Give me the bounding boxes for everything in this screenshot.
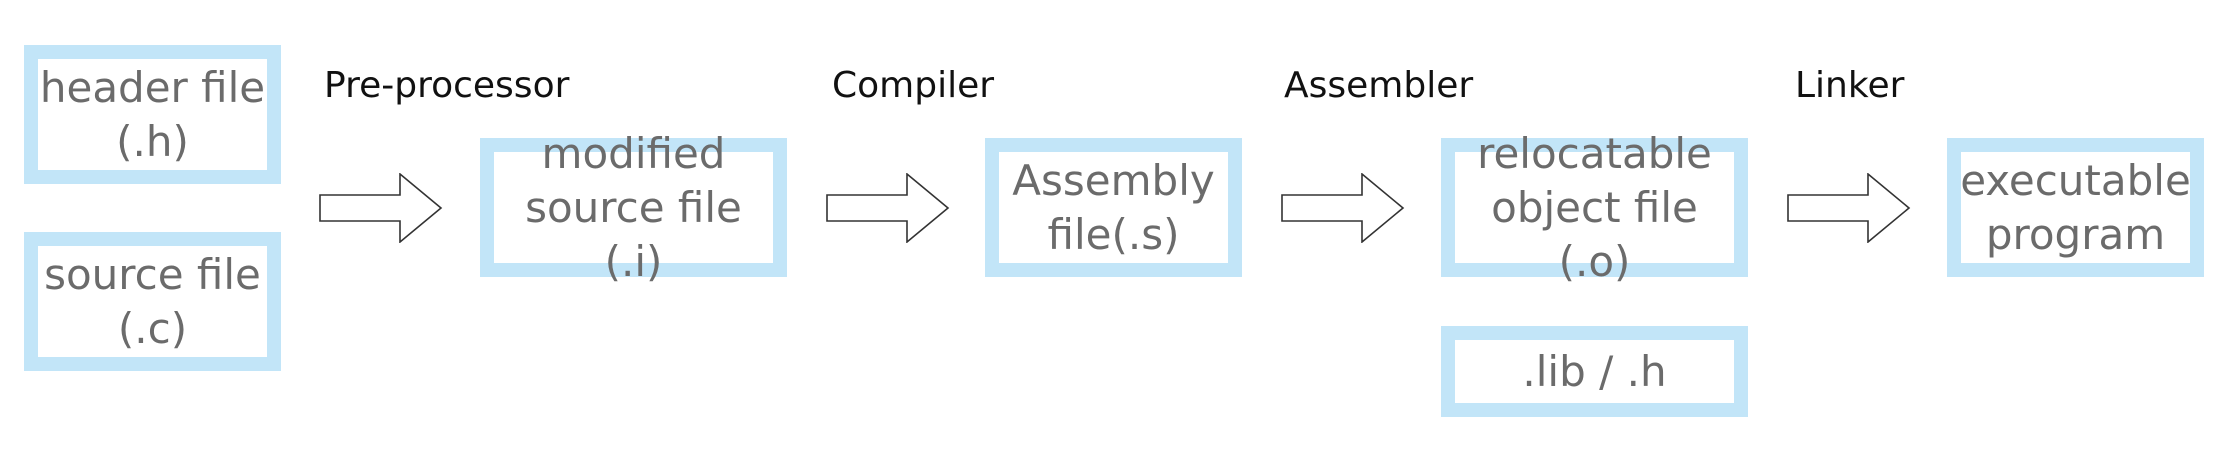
stage-label-preprocessor: Pre-processor: [324, 65, 570, 106]
modified-source-label: modified source file (.i): [525, 128, 742, 286]
stage-label-linker: Linker: [1795, 65, 1905, 106]
arrow-linker: [1787, 173, 1911, 243]
modified-source-box: modified source file (.i): [480, 129, 787, 286]
lib-h-box: .lib / .h: [1441, 326, 1748, 417]
executable-program-label: executable program: [1960, 155, 2191, 259]
source-file-label: source file (.c): [44, 249, 261, 353]
source-file-box: source file (.c): [24, 232, 281, 371]
arrow-compiler: [826, 173, 950, 243]
header-file-box: header file (.h): [24, 45, 281, 184]
arrow-assembler: [1281, 173, 1405, 243]
right-arrow-icon: [826, 173, 950, 243]
arrow-preprocessor: [319, 173, 443, 243]
relocatable-object-box: relocatable object file (.o): [1441, 129, 1748, 286]
assembly-file-label: Assembly file(.s): [1012, 155, 1215, 259]
stage-label-compiler: Compiler: [832, 65, 995, 106]
right-arrow-icon: [1281, 173, 1405, 243]
right-arrow-icon: [319, 173, 443, 243]
executable-program-box: executable program: [1947, 138, 2204, 277]
stage-label-assembler: Assembler: [1284, 65, 1474, 106]
lib-h-label: .lib / .h: [1522, 346, 1667, 396]
right-arrow-icon: [1787, 173, 1911, 243]
assembly-file-box: Assembly file(.s): [985, 138, 1242, 277]
header-file-label: header file (.h): [39, 62, 266, 166]
relocatable-object-label: relocatable object file (.o): [1477, 128, 1712, 286]
